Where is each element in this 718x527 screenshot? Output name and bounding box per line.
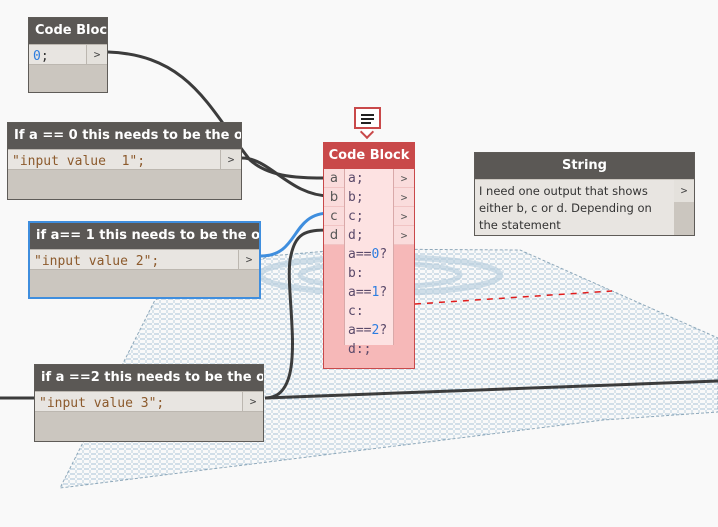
output-port[interactable]: >: [242, 392, 263, 411]
output-port[interactable]: >: [86, 45, 107, 64]
input-port-d[interactable]: d: [324, 226, 344, 245]
code-editor[interactable]: a; b; c; d; a==0? b: a==1? c: a==2? d:;: [344, 169, 394, 357]
comment-line: [361, 114, 374, 116]
output-port-1[interactable]: >: [394, 169, 414, 188]
output-ports: > > > >: [394, 169, 414, 245]
node-title: Code Block: [324, 143, 414, 169]
code-line: c:: [348, 304, 364, 319]
code-text[interactable]: "input value 1";: [12, 154, 146, 169]
code-line: d:;: [348, 342, 372, 357]
output-port-3[interactable]: >: [394, 207, 414, 226]
main-code-block-node[interactable]: Code Block a b c d a; b; c; d; a==0? b: …: [323, 142, 415, 369]
code-line: a==2?: [348, 323, 388, 338]
code-block-node-zero[interactable]: Code Block 0; >: [28, 17, 108, 93]
comment-icon[interactable]: [354, 107, 381, 129]
output-port-2[interactable]: >: [394, 188, 414, 207]
input-port-a[interactable]: a: [324, 169, 344, 188]
string-node[interactable]: String I need one output that shows eith…: [474, 152, 695, 236]
output-port[interactable]: >: [220, 150, 241, 169]
output-port[interactable]: >: [674, 180, 694, 202]
output-port[interactable]: >: [238, 250, 259, 269]
code-text[interactable]: "input value 2";: [34, 254, 160, 269]
code-line: d;: [348, 228, 364, 243]
wire-input1-to-b: [241, 156, 331, 198]
string-value[interactable]: I need one output that shows either b, c…: [475, 180, 674, 235]
node-title: if a== 1 this needs to be the output: [30, 223, 259, 249]
node-title: If a == 0 this needs to be the output: [8, 123, 241, 149]
code-block-input-3[interactable]: if a ==2 this needs to be the output "in…: [34, 364, 264, 442]
input-ports: a b c d: [324, 169, 344, 245]
input-port-c[interactable]: c: [324, 207, 344, 226]
input-port-b[interactable]: b: [324, 188, 344, 207]
wire-input3-to-d: [264, 228, 331, 400]
code-block-input-2[interactable]: if a== 1 this needs to be the output "in…: [28, 221, 261, 299]
node-title: Code Block: [29, 18, 107, 44]
code-line: c;: [348, 209, 364, 224]
comment-line: [361, 122, 371, 124]
wire-input3-to-right: [264, 379, 718, 400]
code-block-input-1[interactable]: If a == 0 this needs to be the output "i…: [7, 122, 242, 200]
x-axis: [414, 290, 613, 305]
code-line: a;: [348, 171, 364, 186]
node-title: String: [475, 153, 694, 179]
code-text[interactable]: "input value 3";: [39, 396, 165, 411]
comment-line: [361, 118, 374, 120]
wire-input2-to-c: [260, 211, 331, 258]
code-line: a==1?: [348, 285, 388, 300]
code-text[interactable]: 0;: [29, 49, 49, 64]
code-number: 0: [33, 49, 41, 64]
code-semicolon: ;: [40, 49, 49, 64]
node-title: if a ==2 this needs to be the output: [35, 365, 263, 391]
code-line: a==0?: [348, 247, 388, 262]
output-port-4[interactable]: >: [394, 226, 414, 245]
code-line: b;: [348, 190, 364, 205]
code-line: b:: [348, 266, 364, 281]
